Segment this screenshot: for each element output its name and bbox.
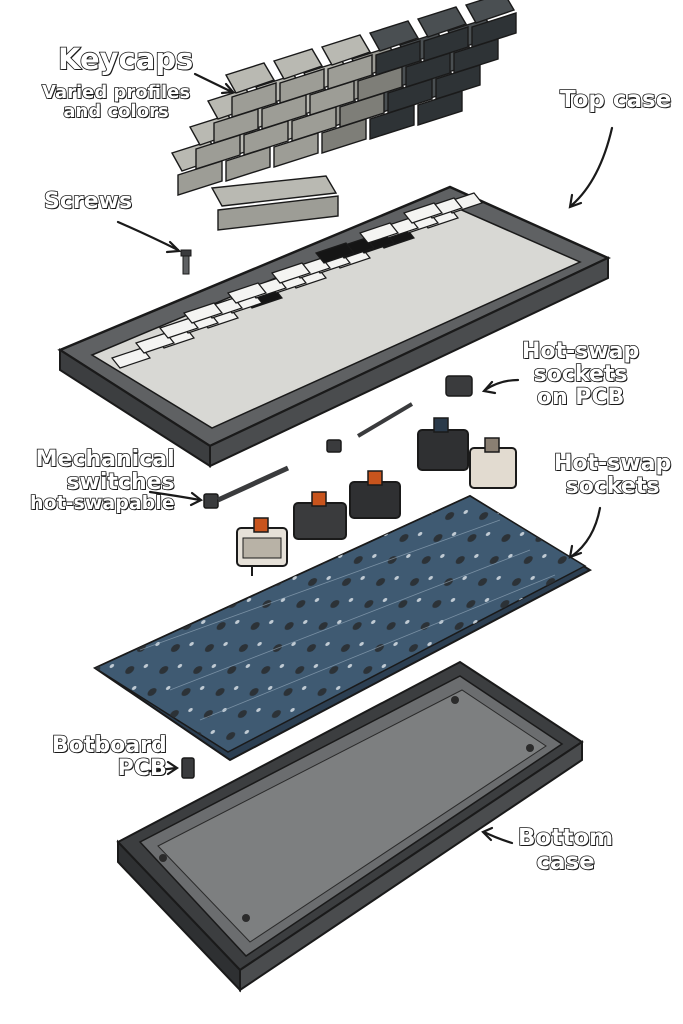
plate-hole [134, 332, 176, 354]
callout-arrows [116, 72, 614, 845]
keycap-cluster [170, 0, 517, 231]
spacebar-keycap [210, 175, 339, 231]
botboard-label: Botboard PCB [51, 733, 167, 782]
switches-label: Mechanical switches hot-swapable [29, 447, 175, 515]
keycap [272, 48, 325, 104]
keycap [224, 62, 277, 118]
switch-black-red-2 [349, 470, 401, 519]
hotswap-sockets-label: Hot-swap sockets [553, 451, 672, 500]
keycap [416, 6, 469, 62]
keycaps-sublabel: Varied profiles and colors [41, 82, 191, 122]
switch-plate-holes [110, 192, 484, 369]
plate-hole [314, 242, 356, 264]
hotswap-pcb-label: Hot-swap sockets on PCB [521, 339, 640, 411]
pcb-board [92, 494, 593, 762]
keycap [320, 34, 373, 90]
plate-hole [402, 202, 444, 224]
top-case-label: Top case [559, 87, 672, 113]
switch-black-dark [417, 417, 469, 471]
switch-clear-right [469, 437, 517, 489]
top-case [57, 185, 611, 468]
keycaps-title: Keycaps [57, 42, 194, 76]
plate-hole [158, 317, 200, 339]
bottom-case [116, 660, 584, 993]
keycaps-label: Keycaps [57, 42, 194, 76]
switch-black-red-1 [293, 491, 347, 540]
bottom-case-label: Bottom case [517, 825, 614, 876]
switch-clear-left [236, 517, 288, 576]
plate-hole [358, 222, 400, 244]
plate-hole [270, 262, 312, 284]
screws-label: Screws [43, 189, 133, 214]
standoff-bottom [181, 757, 195, 779]
plate-hole [182, 302, 224, 324]
keycap [464, 0, 517, 48]
plate-hole [226, 282, 268, 304]
keycap [368, 20, 421, 76]
socket-pieces [203, 375, 473, 509]
screw-top [180, 249, 192, 275]
plate-hole [110, 347, 152, 369]
